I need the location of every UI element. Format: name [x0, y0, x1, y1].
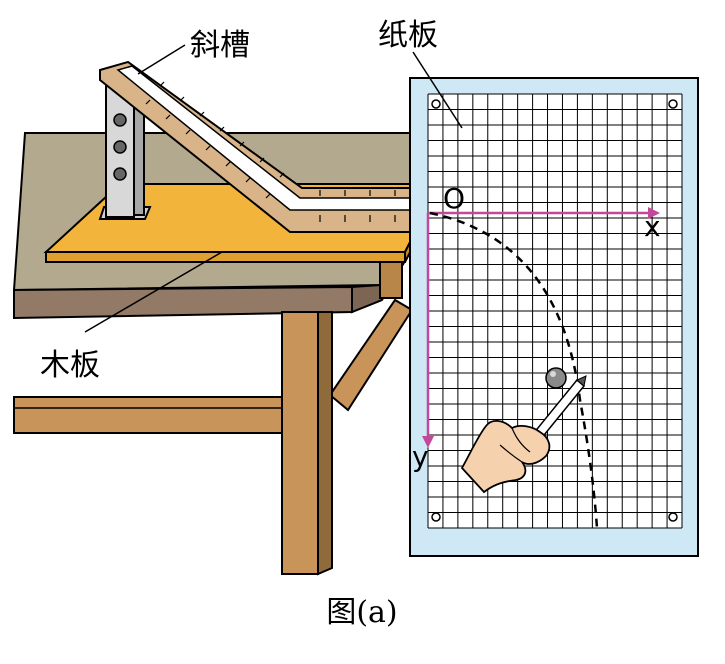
pin-hole — [668, 99, 678, 109]
ramp-pointer — [137, 44, 186, 75]
table-leg-front — [281, 311, 319, 575]
pin-hole — [668, 512, 678, 522]
y-axis-arrow — [422, 436, 434, 448]
coordinate-axes — [422, 207, 660, 448]
trajectory-curve — [429, 211, 599, 529]
hand — [460, 420, 551, 494]
y-axis-label: y — [412, 440, 429, 473]
paper-label: 纸板 — [378, 18, 438, 53]
paper-pointer — [412, 51, 463, 129]
board-pointer — [84, 251, 223, 333]
table-brace — [328, 298, 414, 412]
stand-hole — [113, 167, 127, 181]
pin-hole — [431, 99, 441, 109]
paper-board — [409, 77, 699, 557]
ramp-label: 斜槽 — [190, 28, 250, 63]
table-rear-rail — [13, 396, 285, 434]
hand-with-pencil — [460, 375, 587, 494]
stand-hole — [113, 113, 127, 127]
x-axis-label: x — [644, 210, 661, 243]
origin-label: O — [443, 182, 465, 215]
ball — [545, 367, 567, 389]
board-label: 木板 — [40, 348, 100, 383]
stand-hole — [113, 140, 127, 154]
x-axis-arrow — [648, 207, 660, 219]
pin-hole — [431, 512, 441, 522]
table-leg-back — [379, 261, 403, 299]
figure-caption: 图(a) — [326, 595, 397, 630]
board-front — [45, 251, 406, 263]
